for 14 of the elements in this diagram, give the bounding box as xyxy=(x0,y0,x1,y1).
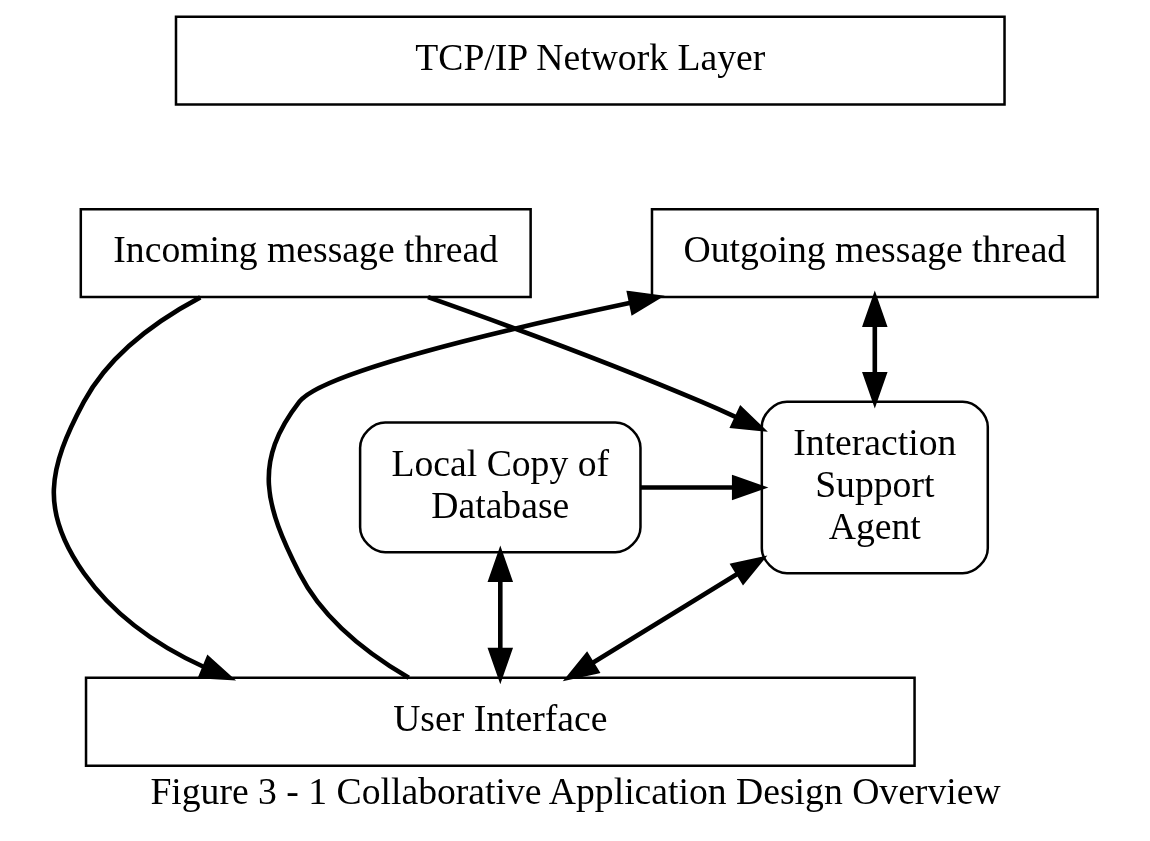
arrow xyxy=(51,295,236,681)
arrow xyxy=(562,555,767,682)
arrow xyxy=(640,474,768,501)
node-box: Incoming message thread xyxy=(79,207,532,299)
arrow xyxy=(487,545,513,685)
node-box: User Interface xyxy=(84,676,916,767)
node-box: Local Copy of Database xyxy=(358,421,642,554)
node-box: Interaction Support Agent xyxy=(760,400,989,575)
node-box: Outgoing message thread xyxy=(650,207,1099,299)
arrow xyxy=(266,290,665,680)
arrow xyxy=(861,290,888,409)
caption: Figure 3 - 1 Collaborative Application Design Overview xyxy=(149,770,1001,813)
node-box: TCP/IP Network Layer xyxy=(174,15,1006,106)
arrow xyxy=(426,294,768,432)
